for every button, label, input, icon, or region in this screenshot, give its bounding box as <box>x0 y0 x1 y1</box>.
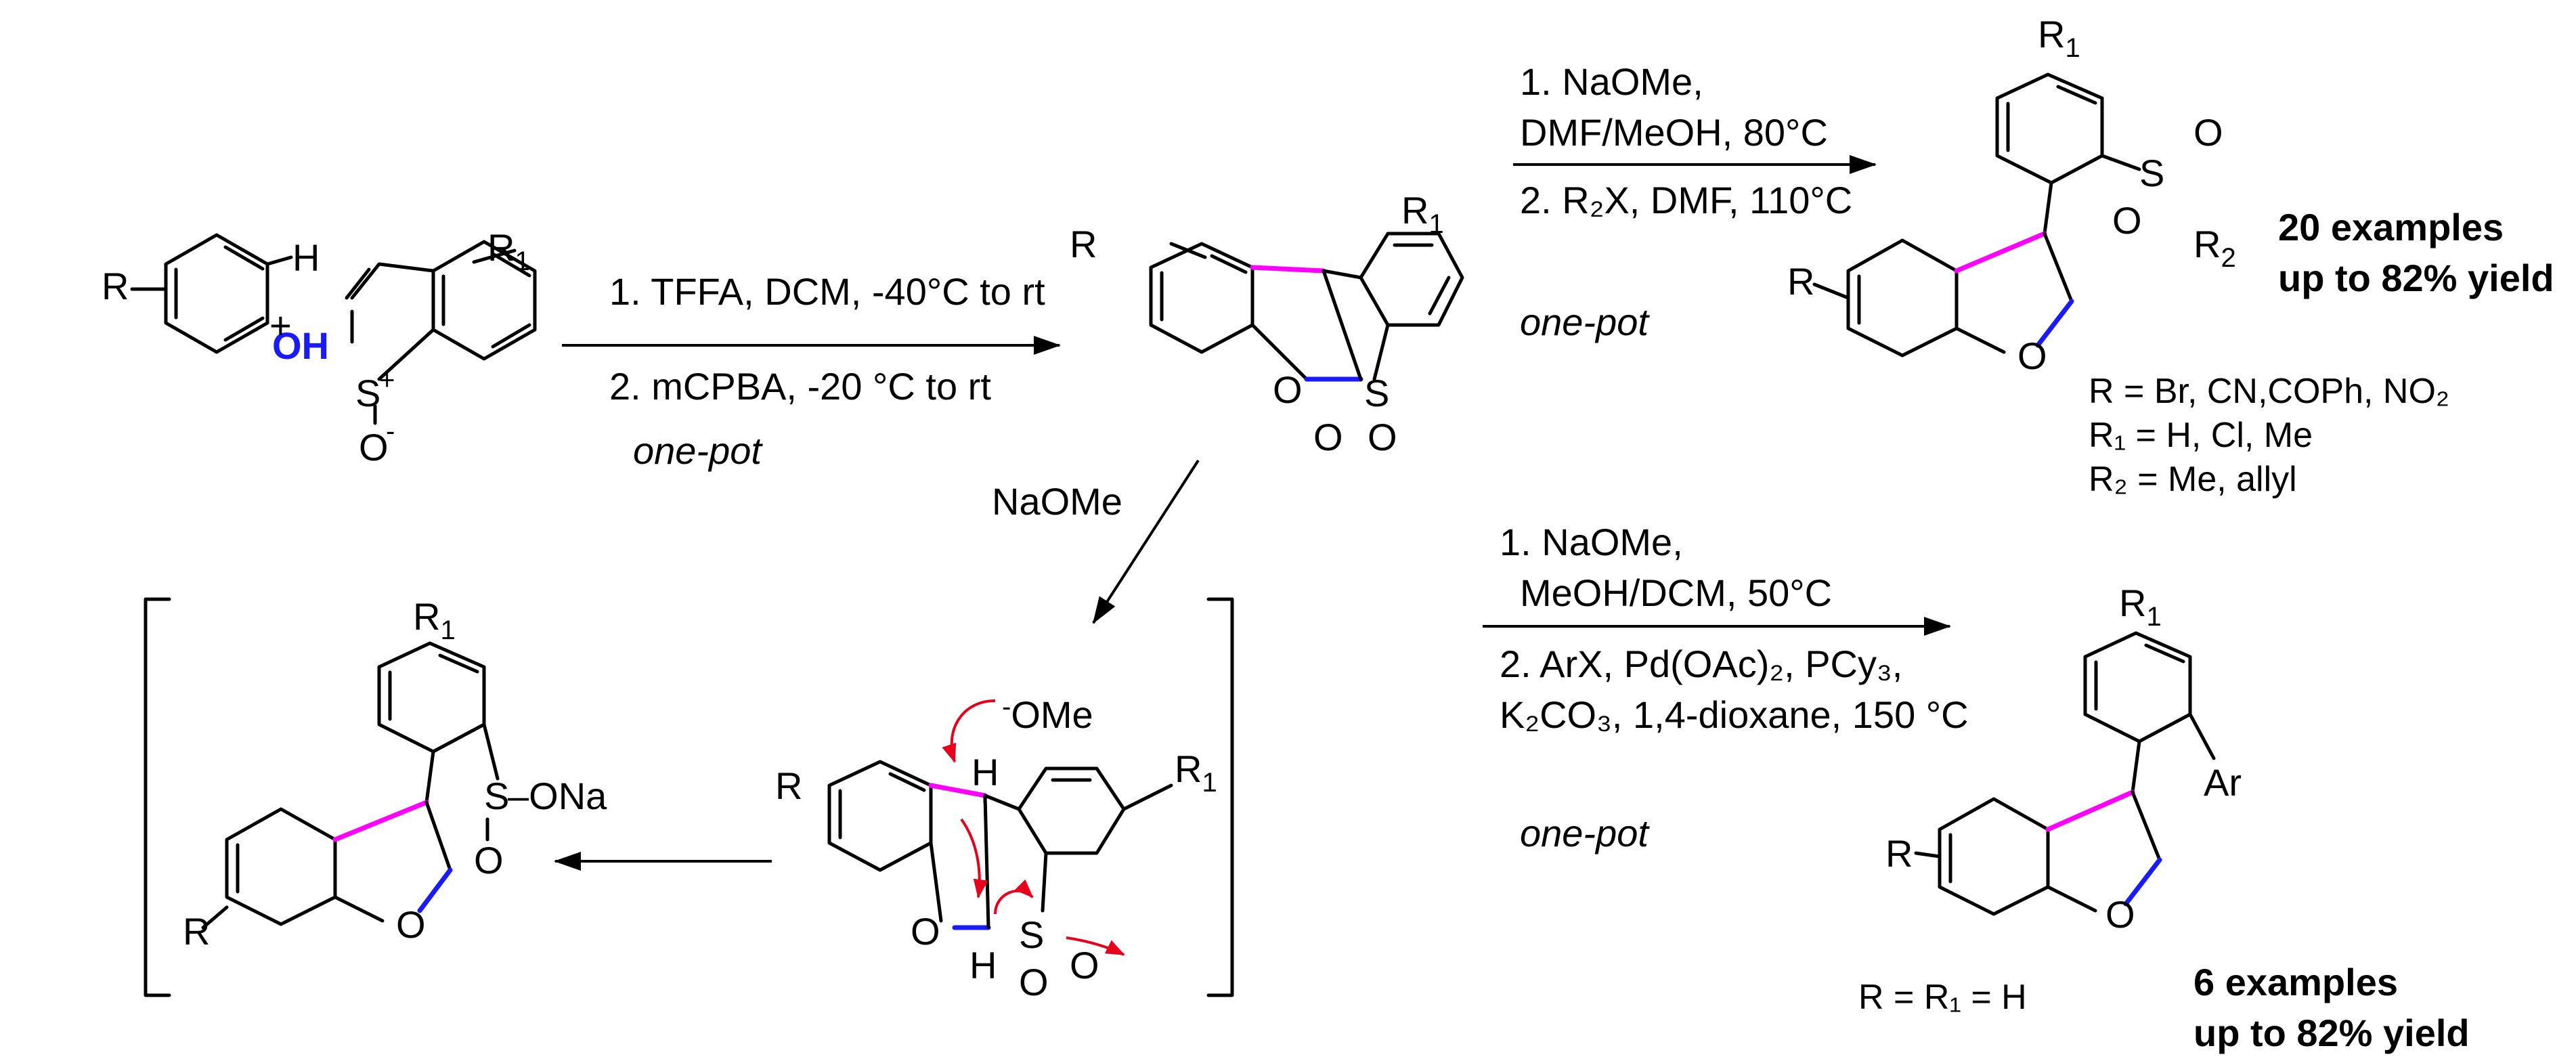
bot-scope: R = R₁ = H <box>1858 978 2027 1017</box>
sulfoxide-S: S <box>355 372 380 414</box>
tetra-R1: R1 <box>1401 189 1444 239</box>
top-prod-O: O <box>2017 334 2047 377</box>
sulfoxide-plus: + <box>379 366 395 395</box>
sulfinate-intermediate: R O S –ONa O R1 <box>183 595 607 953</box>
mech-H-bottom: H <box>969 944 997 986</box>
mech-H-top: H <box>972 751 999 794</box>
red-arrow-4 <box>1066 936 1125 956</box>
top-line3: 2. R₂X, DMF, 110°C <box>1520 179 1852 221</box>
bot-prod-R1: R1 <box>2119 582 2162 632</box>
tetra-O: O <box>1273 368 1303 411</box>
top-onepot: one-pot <box>1520 301 1650 343</box>
bot-examples: 6 examples <box>2193 961 2398 1003</box>
plus-sign: + <box>269 304 292 347</box>
top-scope-R2: R₂ = Me, allyl <box>2089 460 2297 499</box>
bot-line3: 2. ArX, Pd(OAc)₂, PCy₃, <box>1500 643 1902 685</box>
bot-line1: 1. NaOMe, <box>1500 521 1683 563</box>
bot-line4: K₂CO₃, 1,4-dioxane, 150 °C <box>1500 693 1969 736</box>
tetra-S: S <box>1364 372 1389 414</box>
mechanism-structure: R H H O S O O R1 -OMe <box>775 692 1217 1003</box>
top-line2: DMF/MeOH, 80°C <box>1520 111 1828 154</box>
mech-SO1: O <box>1019 961 1049 1003</box>
tetra-SO2: O <box>1368 416 1397 458</box>
top-prod-R1: R1 <box>2038 13 2080 63</box>
bot-prod-R: R <box>1885 832 1913 875</box>
top-examples: 20 examples <box>2278 206 2504 248</box>
step1-line1: 1. TFFA, DCM, -40°C to rt <box>609 270 1045 313</box>
sulfinate-R: R <box>183 910 210 953</box>
mech-O: O <box>911 910 940 953</box>
red-arrow-3 <box>994 879 1034 915</box>
bot-line2: MeOH/DCM, 50°C <box>1520 571 1832 614</box>
bracket-left <box>144 597 171 997</box>
top-yield: up to 82% yield <box>2278 257 2554 299</box>
bot-yield: up to 82% yield <box>2193 1012 2470 1054</box>
phenol-molecule: R H OH <box>102 233 329 367</box>
mech-S: S <box>1019 913 1044 956</box>
bot-prod-O: O <box>2105 893 2135 936</box>
bto-R1: R1 <box>487 226 530 276</box>
phenol-R: R <box>102 265 129 307</box>
top-prod-R: R <box>1787 260 1814 303</box>
step1-onepot: one-pot <box>633 429 763 472</box>
tetra-SO1: O <box>1313 416 1343 458</box>
sulfinate-ONa: –ONa <box>508 775 607 817</box>
sulfoxide-O: O <box>359 426 389 469</box>
tetracycle-sulfone: R O S O O R1 <box>1070 189 1464 458</box>
sulfinate-R1: R1 <box>413 595 456 645</box>
mech-R1: R1 <box>1175 747 1217 798</box>
tetra-R: R <box>1070 223 1097 265</box>
sulfinate-S: S <box>484 775 509 817</box>
sulfoxide-minus: - <box>386 416 395 446</box>
mech-OMe: -OMe <box>1002 692 1093 736</box>
phenol-OH: OH <box>272 324 329 367</box>
bot-prod-Ar: Ar <box>2204 761 2242 804</box>
naome-label: NaOMe <box>992 480 1122 523</box>
benzothiophene-oxide-molecule: S + O - R1 <box>345 226 537 469</box>
bracket-right <box>1206 597 1234 997</box>
mech-SO2: O <box>1070 944 1099 986</box>
phenol-H: H <box>292 236 320 279</box>
sulfinate-O: O <box>396 903 426 946</box>
top-prod-SO1: O <box>2193 111 2223 154</box>
top-scope-R1: R₁ = H, Cl, Me <box>2089 416 2313 455</box>
bot-onepot: one-pot <box>1520 812 1650 854</box>
red-arrow-1 <box>942 699 996 763</box>
product-sulfone-benzofuran: R O S O O R2 R1 <box>1787 13 2236 377</box>
mech-R: R <box>775 764 802 807</box>
top-scope-R: R = Br, CN,COPh, NO₂ <box>2089 372 2449 411</box>
product-aryl-benzofuran: R O Ar R1 <box>1885 582 2242 936</box>
top-prod-SO2: O <box>2112 199 2142 242</box>
step1-line2: 2. mCPBA, -20 °C to rt <box>609 365 991 408</box>
top-prod-R2: R2 <box>2193 223 2236 273</box>
top-line1: 1. NaOMe, <box>1520 60 1703 103</box>
sulfinate-SO: O <box>474 839 504 882</box>
red-arrow-2 <box>960 818 988 898</box>
top-prod-S: S <box>2139 152 2164 194</box>
arrow-naome <box>1092 459 1200 624</box>
